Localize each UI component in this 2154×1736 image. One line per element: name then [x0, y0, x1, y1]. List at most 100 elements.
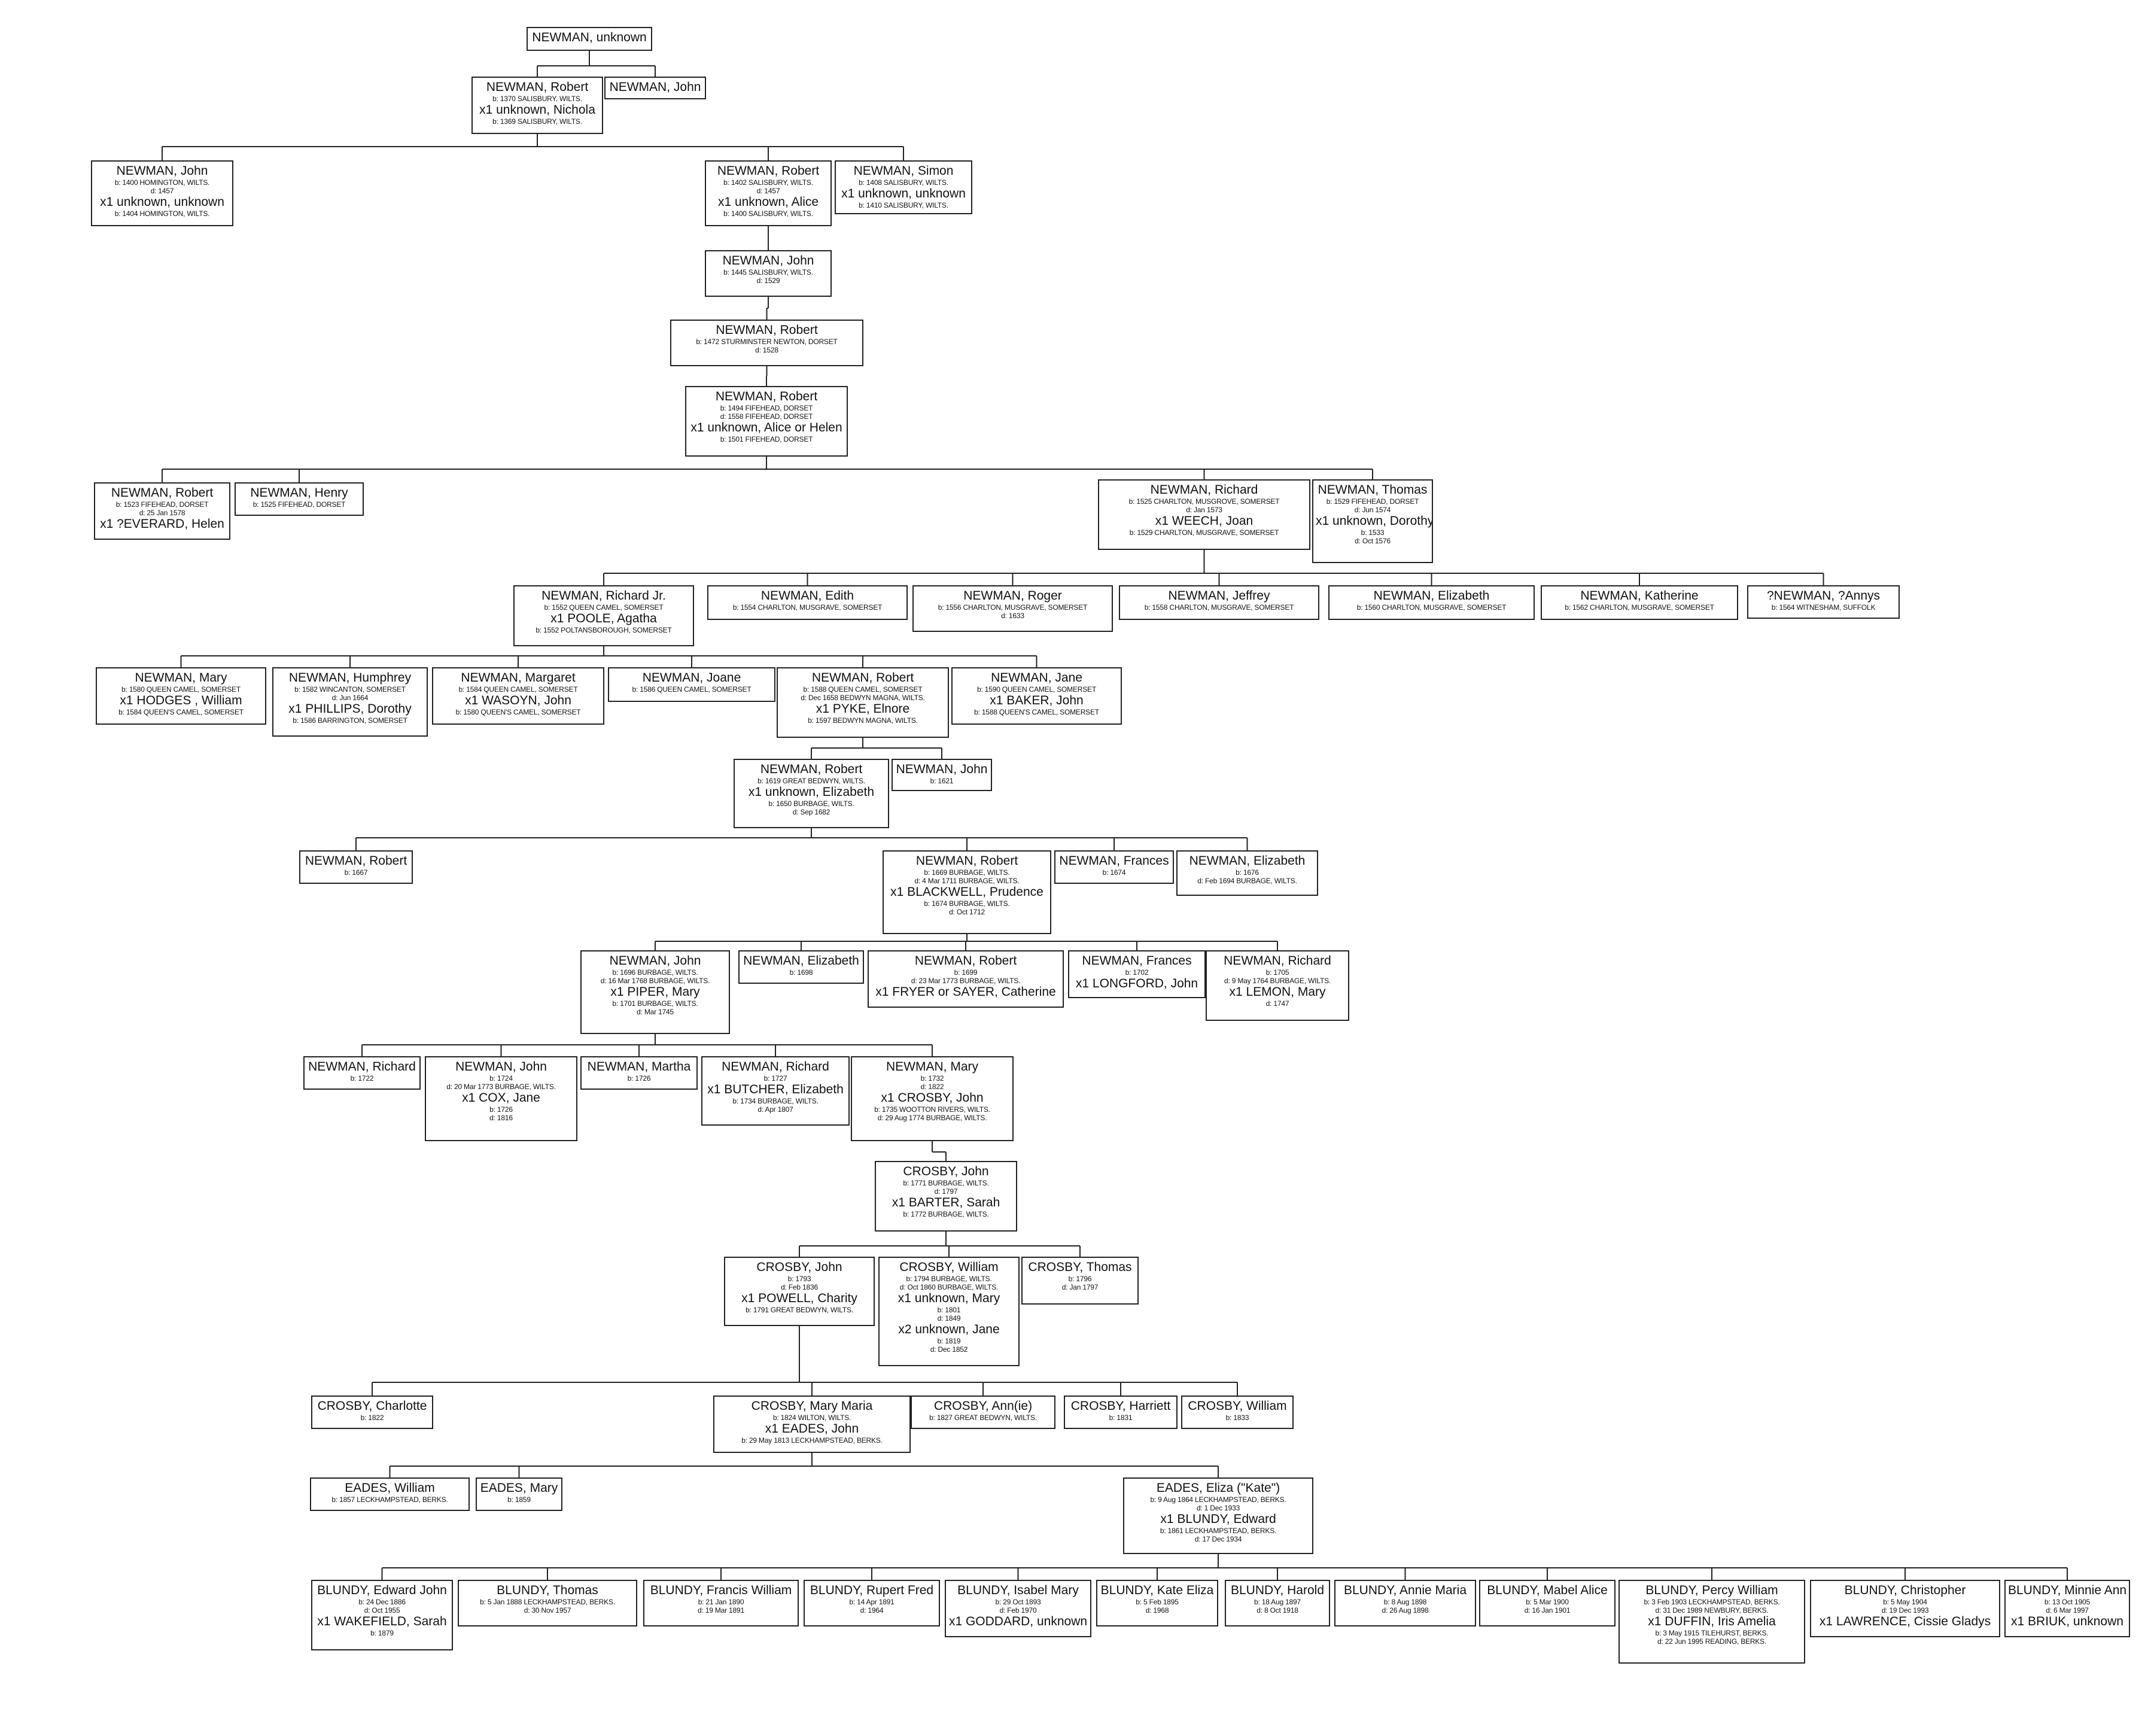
- person-name: NEWMAN, Roger: [963, 589, 1062, 603]
- person-detail: b: 1667: [344, 868, 368, 877]
- person-name: BLUNDY, Annie Maria: [1343, 1583, 1467, 1597]
- person-detail: d: 1849: [937, 1314, 961, 1322]
- person-detail: d: 17 Dec 1934: [1194, 1535, 1242, 1543]
- person-name: NEWMAN, Robert: [111, 486, 214, 500]
- person-detail: d: 8 Oct 1918: [1256, 1606, 1298, 1615]
- person-detail: b: 1698: [789, 968, 813, 977]
- person-name: x1 BLUNDY, Edward: [1160, 1512, 1276, 1526]
- person-detail: d: 16 Mar 1768 BURBAGE, WILTS.: [600, 977, 710, 985]
- person-detail: b: 1699: [954, 968, 978, 977]
- person-name: CROSBY, William: [1188, 1399, 1287, 1413]
- person-name: x1 BAKER, John: [990, 694, 1084, 707]
- person-detail: d: 30 Nov 1957: [524, 1606, 571, 1615]
- person-name: BLUNDY, Rupert Fred: [810, 1583, 934, 1597]
- person-detail: b: 5 Jan 1888 LECKHAMPSTEAD, BERKS.: [480, 1598, 615, 1606]
- person-name: NEWMAN, Robert: [811, 671, 914, 685]
- person-detail: d: 1816: [489, 1114, 513, 1122]
- person-detail: b: 1400 SALISBURY, WILTS.: [723, 209, 813, 218]
- person-detail: b: 1794 BURBAGE, WILTS.: [906, 1275, 992, 1283]
- person-detail: b: 1533: [1361, 528, 1385, 537]
- person-detail: b: 29 May 1813 LECKHAMPSTEAD, BERKS.: [741, 1436, 883, 1445]
- person-name: NEWMAN, John: [609, 954, 701, 968]
- person-name: NEWMAN, Margaret: [461, 671, 576, 685]
- person-detail: d: 1747: [1265, 999, 1289, 1008]
- person-name: NEWMAN, unknown: [532, 31, 647, 44]
- person-detail: b: 1554 CHARLTON, MUSGRAVE, SOMERSET: [732, 603, 883, 612]
- person-name: NEWMAN, Mary: [886, 1060, 978, 1074]
- person-name: EADES, William: [345, 1481, 435, 1495]
- person-detail: b: 1676: [1236, 868, 1259, 877]
- person-detail: d: Feb 1836: [781, 1283, 818, 1291]
- person-detail: b: 1722: [350, 1074, 374, 1083]
- person-detail: b: 1796: [1068, 1275, 1092, 1283]
- person-name: x1 CROSBY, John: [881, 1091, 984, 1105]
- person-detail: b: 1833: [1225, 1413, 1249, 1422]
- person-name: NEWMAN, Robert: [715, 390, 818, 403]
- person-box: NEWMAN, John: [604, 77, 706, 99]
- person-detail: b: 1619 GREAT BEDWYN, WILTS.: [757, 777, 865, 785]
- person-detail: d: 1968: [1145, 1606, 1169, 1615]
- person-detail: b: 5 Mar 1900: [1526, 1598, 1569, 1606]
- person-detail: b: 1586 QUEEN CAMEL, SOMERSET: [632, 685, 752, 694]
- person-detail: d: 1964: [860, 1606, 884, 1615]
- person-name: x1 POOLE, Agatha: [550, 612, 657, 625]
- person-detail: b: 1726: [489, 1105, 513, 1114]
- person-detail: b: 1552 QUEEN CAMEL, SOMERSET: [544, 603, 664, 612]
- person-detail: d: 1529: [756, 276, 780, 285]
- person-detail: b: 1597 BEDWYN MAGNA, WILTS.: [808, 716, 918, 725]
- person-name: CROSBY, John: [756, 1260, 842, 1274]
- person-name: x1 unknown, Alice: [717, 195, 819, 209]
- person-detail: b: 1831: [1109, 1413, 1133, 1422]
- person-detail: d: 1457: [150, 187, 174, 195]
- person-name: ?NEWMAN, ?Annys: [1766, 589, 1881, 603]
- person-detail: b: 1523 FIFEHEAD, DORSET: [115, 500, 209, 509]
- person-name: NEWMAN, Elizabeth: [1189, 854, 1306, 868]
- person-name: NEWMAN, John: [455, 1060, 547, 1074]
- person-detail: b: 1529 FIFEHEAD, DORSET: [1326, 497, 1419, 506]
- person-name: NEWMAN, Richard: [1224, 954, 1331, 968]
- person-name: x1 BRIUK, unknown: [2011, 1615, 2123, 1628]
- person-box: CROSBY, Ann(ie)b: 1827 GREAT BEDWYN, WIL…: [911, 1396, 1055, 1429]
- person-name: CROSBY, Thomas: [1028, 1260, 1132, 1274]
- person-detail: b: 1727: [763, 1074, 787, 1083]
- person-name: NEWMAN, Martha: [587, 1060, 691, 1074]
- person-detail: d: Oct 1860 BURBAGE, WILTS.: [899, 1283, 999, 1291]
- person-name: NEWMAN, Robert: [915, 854, 1018, 868]
- person-detail: b: 3 Feb 1903 LECKHAMPSTEAD, BERKS.: [1644, 1598, 1780, 1606]
- person-detail: b: 1701 BURBAGE, WILTS.: [612, 999, 698, 1008]
- person-name: x1 DUFFIN, Iris Amelia: [1648, 1615, 1776, 1628]
- person-name: x1 LONGFORD, John: [1075, 977, 1198, 990]
- person-name: NEWMAN, Robert: [760, 762, 863, 776]
- person-name: NEWMAN, Richard: [308, 1060, 416, 1074]
- person-detail: b: 21 Jan 1890: [698, 1598, 744, 1606]
- person-name: NEWMAN, Robert: [716, 323, 818, 337]
- person-name: NEWMAN, Robert: [305, 854, 407, 868]
- person-detail: b: 1861 LECKHAMPSTEAD, BERKS.: [1160, 1527, 1277, 1535]
- person-detail: d: Oct 1712: [949, 908, 985, 916]
- person-name: NEWMAN, Frances: [1059, 854, 1169, 868]
- person-name: x1 BUTCHER, Elizabeth: [707, 1083, 844, 1096]
- person-detail: d: Mar 1745: [637, 1008, 674, 1016]
- person-detail: b: 1669 BURBAGE, WILTS.: [924, 868, 1010, 877]
- person-name: x1 WASOYN, John: [465, 694, 571, 707]
